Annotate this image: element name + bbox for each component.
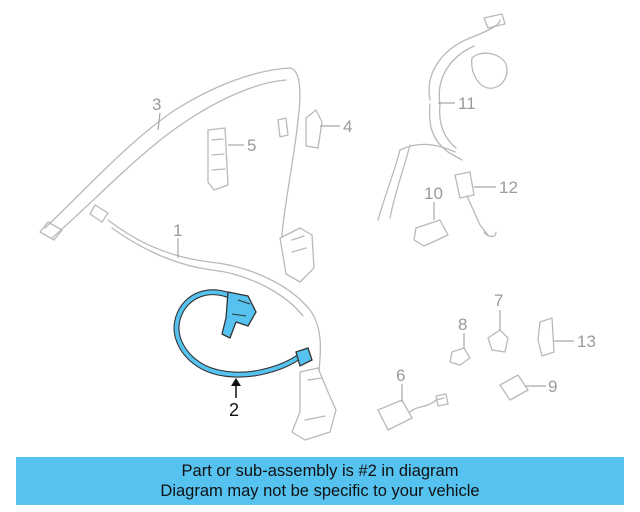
sensor-part-10 [413, 219, 449, 247]
curtain-airbag-part-3 [39, 67, 301, 241]
part-13 [537, 317, 555, 357]
anchor-part-12 [454, 171, 497, 238]
bracket-part-5 [207, 127, 229, 191]
info-banner: Part or sub-assembly is #2 in diagram Di… [16, 457, 624, 505]
harness-part-2-highlighted [173, 289, 313, 378]
callout-8: 8 [458, 315, 467, 334]
callout-3: 3 [152, 95, 161, 114]
callout-11: 11 [458, 94, 476, 113]
callout-9: 9 [548, 377, 557, 396]
part-8 [449, 347, 471, 366]
leader-lines [157, 102, 574, 402]
lower-anchor [291, 367, 337, 441]
callout-1: 1 [173, 221, 182, 240]
banner-line-2: Diagram may not be specific to your vehi… [160, 482, 480, 500]
callout-13: 13 [577, 332, 596, 351]
parts-diagram: 1 2 3 4 5 6 7 8 9 10 11 12 13 [39, 13, 596, 441]
callout-6: 6 [396, 366, 405, 385]
part-9 [499, 374, 529, 401]
callout-2: 2 [229, 400, 239, 420]
callout-10: 10 [424, 184, 443, 203]
part-7 [487, 329, 509, 353]
module-part-6 [377, 393, 449, 431]
banner-line-1: Part or sub-assembly is #2 in diagram [181, 462, 459, 480]
clip-part-4 [305, 109, 323, 149]
harness-part-1 [107, 219, 322, 381]
callout-7: 7 [494, 291, 503, 310]
seatbelt-part-11 [377, 13, 508, 221]
callout-5: 5 [247, 136, 256, 155]
callout-4: 4 [343, 117, 352, 136]
callout-12: 12 [499, 178, 518, 197]
